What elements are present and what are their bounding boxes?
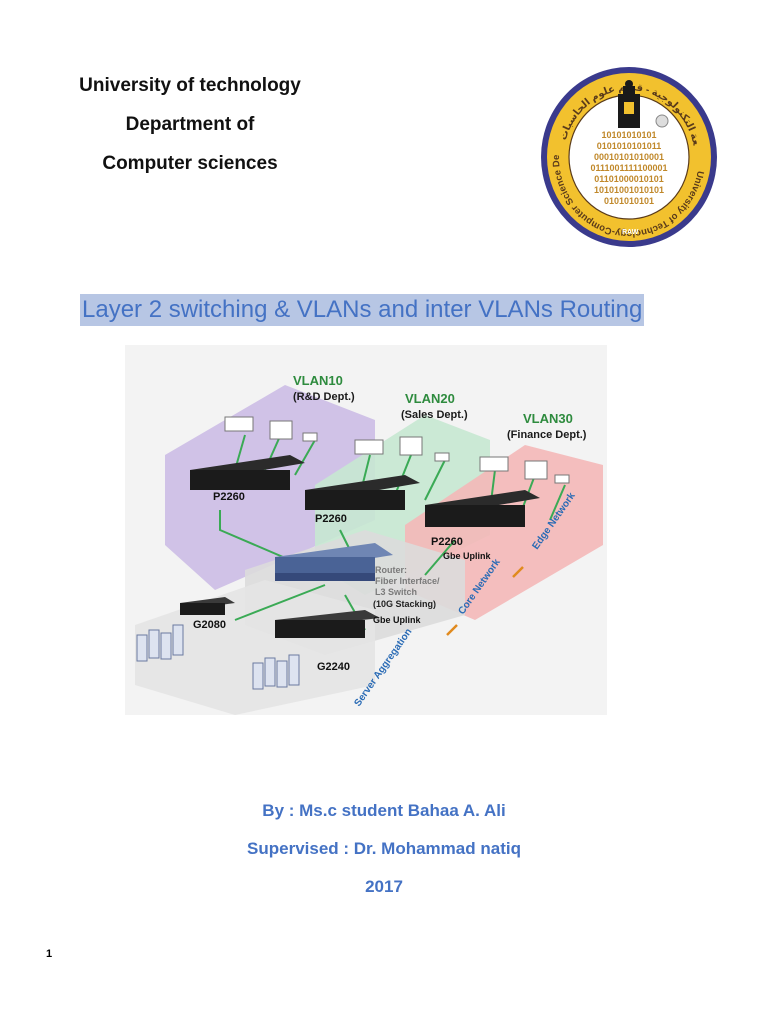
document-title: Layer 2 switching & VLANs and inter VLAN… — [80, 294, 645, 326]
vlan30-dept: (Finance Dept.) — [507, 429, 587, 441]
network-vlan-diagram: VLAN10 VLAN20 VLAN30 (R&D Dept.) (Sales … — [125, 345, 607, 715]
vlan10-dept: (R&D Dept.) — [293, 391, 355, 403]
credits-block: By : Ms.c student Bahaa A. Ali Supervise… — [0, 792, 768, 906]
router-label-line2: Fiber Interface/ — [375, 576, 440, 586]
seal-binary-row: 0111001111100001 — [590, 163, 667, 173]
layer-arrows — [446, 566, 524, 636]
year-line: 2017 — [365, 877, 403, 896]
server-rack-right — [252, 654, 300, 690]
supervisor-line: Supervised : Dr. Mohammad natiq — [247, 839, 521, 858]
author-line: By : Ms.c student Bahaa A. Ali — [262, 801, 506, 820]
university-name: University of technology — [79, 75, 301, 96]
vlan30-devices — [479, 456, 570, 484]
department-label: Department of — [125, 114, 255, 135]
switch-label-vlan20: P2260 — [315, 513, 347, 525]
vlan20-dept: (Sales Dept.) — [401, 409, 468, 421]
switch-label-vlan10: P2260 — [213, 491, 245, 503]
vlan20-name: VLAN20 — [405, 391, 455, 406]
seal-binary-row: 01101000010101 — [594, 174, 664, 184]
server-switch-label-g2240: G2240 — [317, 661, 350, 673]
stacking-label: (10G Stacking) — [373, 599, 436, 609]
switch-g2080 — [180, 597, 235, 615]
department-name: Computer sciences — [102, 153, 278, 174]
institution-header: University of technology Department of C… — [60, 66, 320, 183]
vlan10-name: VLAN10 — [293, 373, 343, 388]
vlan30-name: VLAN30 — [523, 411, 573, 426]
page-number: 1 — [46, 948, 53, 960]
seal-binary-row: 0101010101 — [604, 196, 654, 206]
core-router-switch — [275, 543, 393, 581]
switch-label-vlan30: P2260 — [431, 536, 463, 548]
seal-binary-row: 10101001010101 — [594, 185, 664, 195]
switch-g2240 — [275, 610, 380, 638]
router-label-line3: L3 Switch — [375, 587, 417, 597]
university-seal-logo: University of Technology-Computer Scienc… — [540, 66, 717, 247]
seal-binary-row: 00010101010001 — [594, 152, 664, 162]
router-label-line1: Router: — [375, 565, 407, 575]
uplink-label-edge: Gbe Uplink — [443, 551, 491, 561]
svg-text:RAW: RAW — [622, 229, 639, 236]
seal-binary-row: 10101010101 — [601, 130, 656, 140]
vlan10-devices — [224, 416, 318, 442]
seal-binary-pattern: 1010101010101010101010110001010101000101… — [590, 130, 667, 206]
server-rack-left — [136, 624, 184, 662]
switch-vlan10 — [190, 455, 305, 490]
server-switch-label-g2080: G2080 — [193, 619, 226, 631]
seal-tower-icon — [618, 80, 640, 128]
switch-vlan20 — [305, 475, 420, 510]
uplink-label-core: Gbe Uplink — [373, 615, 421, 625]
seal-binary-row: 0101010101011 — [597, 141, 662, 151]
switch-vlan30 — [425, 490, 540, 527]
vlan20-devices — [354, 436, 450, 462]
